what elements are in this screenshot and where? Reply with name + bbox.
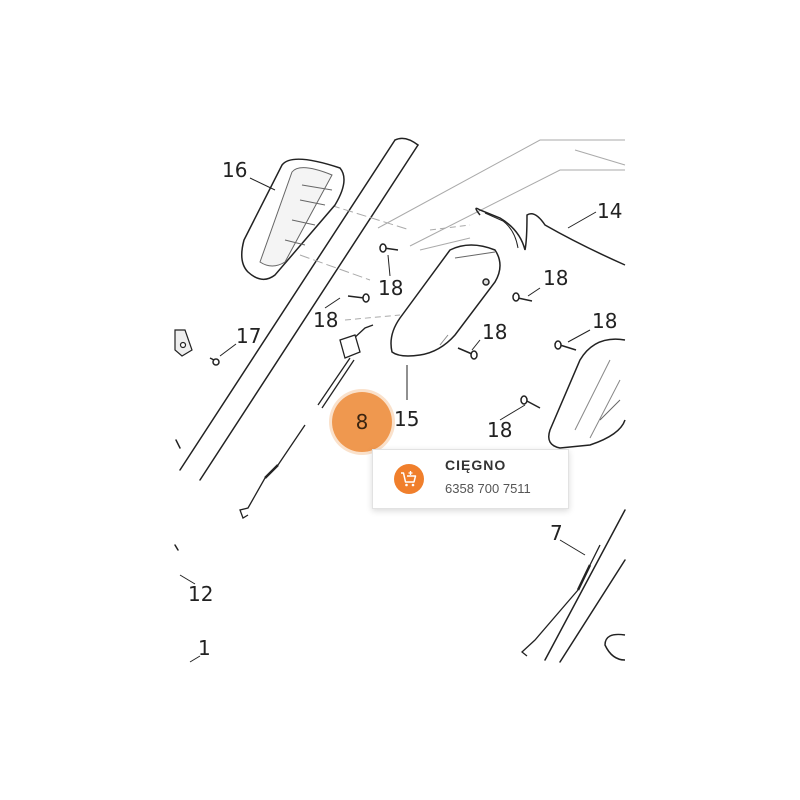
callout-17: 17: [236, 324, 262, 348]
callout-18: 18: [543, 266, 569, 290]
cable-part-8: [239, 324, 374, 519]
callout-1: 1: [198, 636, 211, 660]
callout-18: 18: [487, 418, 513, 442]
frame-outline: [299, 139, 626, 321]
callout-15: 15: [394, 407, 420, 431]
side-cover-part-15: [390, 244, 501, 357]
handle-bar: [179, 137, 419, 481]
handle-cover-part-16: [241, 158, 345, 281]
callout-7: 7: [550, 521, 563, 545]
callout-18: 18: [313, 308, 339, 332]
cable-part-7: [521, 544, 601, 657]
part-number: 6358 700 7511: [445, 481, 531, 496]
callout-16: 16: [222, 158, 248, 182]
add-to-cart-button[interactable]: [394, 464, 424, 494]
callout-14: 14: [597, 199, 623, 223]
callout-12: 12: [188, 582, 214, 606]
part-tooltip[interactable]: CIĘGNO 6358 700 7511: [372, 449, 569, 509]
bail-wire-part-14: [475, 207, 626, 266]
add-to-cart-icon: [401, 471, 417, 487]
screw: [379, 243, 399, 253]
right-cover: [548, 338, 626, 449]
callout-18: 18: [482, 320, 508, 344]
frame-fragment: [175, 439, 181, 449]
callout-18: 18: [592, 309, 618, 333]
callout-18: 18: [378, 276, 404, 300]
hotspot-label: 8: [355, 410, 369, 434]
screw: [554, 340, 577, 351]
screw: [520, 395, 541, 409]
screw: [512, 292, 533, 302]
screw: [347, 293, 370, 303]
lower-handle-tube: [544, 509, 626, 663]
frame-fragment: [174, 544, 179, 551]
leader-lines: [179, 177, 597, 663]
wheel-fragment: [604, 633, 626, 661]
screw: [209, 357, 220, 366]
screw: [457, 347, 478, 360]
part-name: CIĘGNO: [445, 457, 507, 473]
part-hotspot-8[interactable]: 8: [332, 392, 392, 452]
screws: [209, 243, 577, 409]
bracket-part-17: [174, 329, 193, 357]
